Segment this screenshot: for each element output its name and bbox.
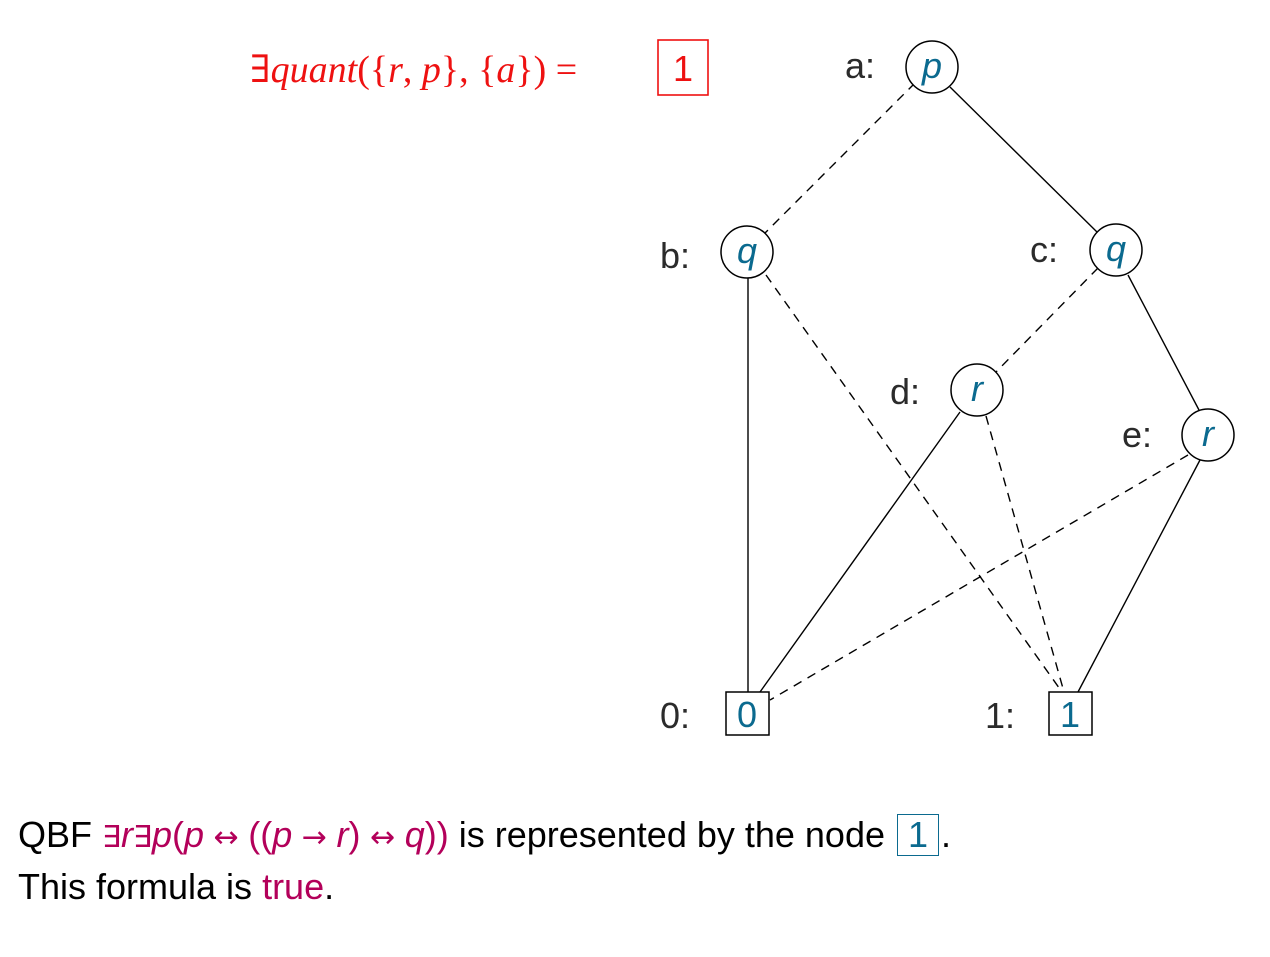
edge-a-b: [764, 82, 916, 234]
terminal-1-value: 1: [1060, 694, 1080, 735]
node-c-label: c:: [1030, 229, 1058, 270]
node-d-var: r: [971, 368, 985, 409]
node-b-var: q: [737, 230, 757, 271]
truth-value: true: [262, 866, 325, 907]
node-e-var: r: [1202, 413, 1216, 454]
node-d: d: r: [890, 363, 1004, 417]
edge-e-0: [769, 454, 1189, 701]
node-b: b: q: [660, 225, 774, 279]
qbf-formula: ∃r∃p(p ↔ ((p → r) ↔ q)): [102, 814, 449, 855]
edge-d-0: [759, 411, 961, 693]
node-a-var: p: [921, 45, 942, 86]
terminal-1-label: 1:: [985, 695, 1015, 736]
terminal-0: 0: 0: [660, 691, 770, 736]
node-a-label: a:: [845, 45, 875, 86]
node-e-label: e:: [1122, 414, 1152, 455]
terminal-0-label: 0:: [660, 695, 690, 736]
edge-c-e: [1127, 274, 1200, 411]
footer-line-2: This formula is true.: [18, 866, 335, 907]
edge-d-1: [985, 415, 1065, 693]
node-d-label: d:: [890, 371, 920, 412]
represented-node-box: 1: [897, 814, 940, 856]
edge-e-1: [1077, 459, 1201, 693]
footer-line-1: QBF ∃r∃p(p ↔ ((p → r) ↔ q)) is represent…: [18, 814, 952, 856]
terminal-0-value: 0: [737, 694, 757, 735]
edge-c-d: [995, 267, 1099, 373]
quant-result-box: [657, 39, 709, 96]
node-e: e: r: [1122, 408, 1235, 462]
terminal-1: 1: 1: [985, 691, 1093, 736]
node-b-label: b:: [660, 235, 690, 276]
edge-layer: [747, 82, 1201, 701]
edge-b-1: [765, 274, 1063, 693]
edge-a-c: [949, 86, 1099, 234]
node-a: a: p: [845, 40, 959, 94]
quant-formula: ∃quant({r, p}, {a}) =: [250, 49, 577, 91]
node-c-var: q: [1106, 228, 1126, 269]
quant-result-value: 1: [673, 48, 693, 89]
node-c: c: q: [1030, 223, 1143, 277]
